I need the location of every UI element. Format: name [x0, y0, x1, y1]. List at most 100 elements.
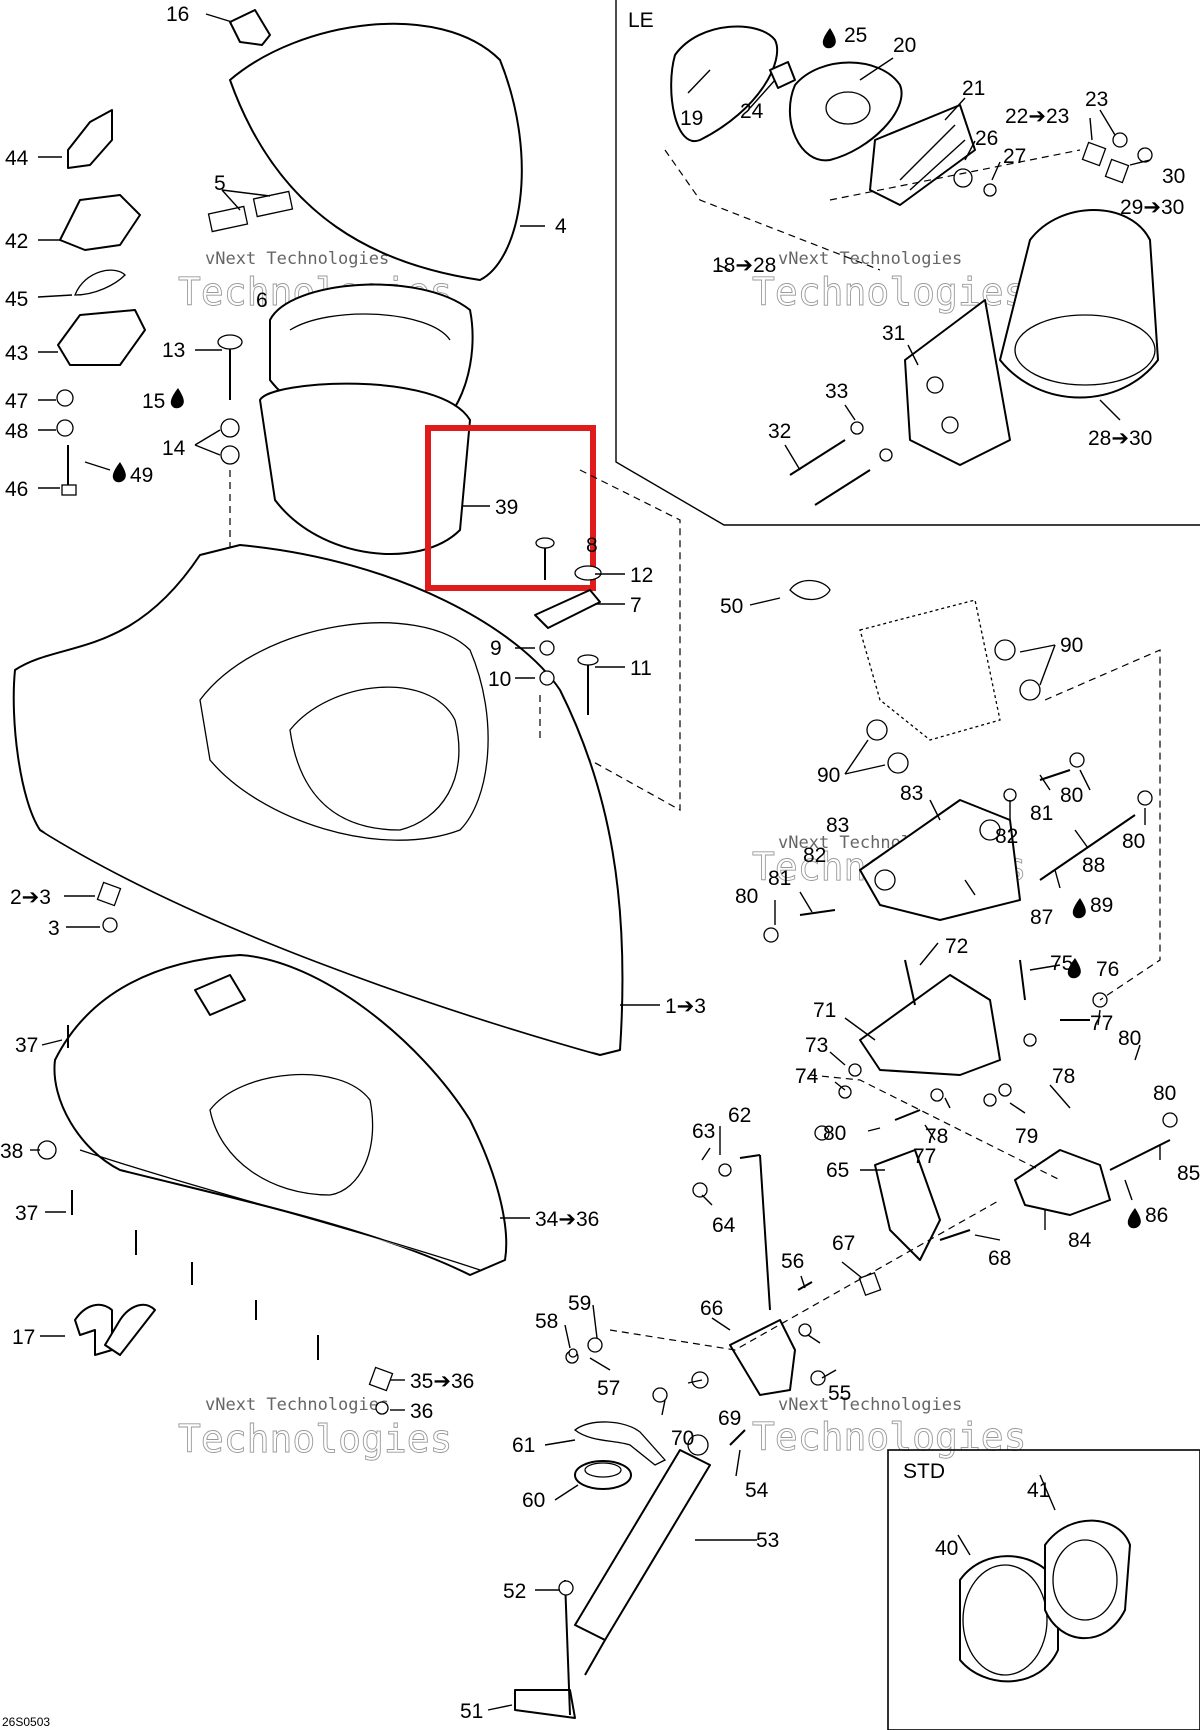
callout-67: 67 — [832, 1232, 855, 1255]
square-nut-part — [1104, 158, 1130, 184]
bezel-hole — [825, 91, 871, 125]
callout-37a: 37 — [15, 1034, 38, 1057]
callout-58: 58 — [535, 1310, 558, 1333]
strap-part — [67, 109, 113, 169]
nut-part — [375, 1401, 389, 1415]
leader-lines — [30, 13, 1161, 1711]
watermark-text: vNext Technologies — [778, 1395, 962, 1415]
callout-69: 69 — [718, 1407, 741, 1430]
pin-part — [564, 1579, 571, 1716]
housing-rib — [899, 124, 956, 181]
base-plate-part — [57, 309, 146, 366]
callout-22-23: 22➔23 — [1005, 105, 1069, 128]
cap-part — [814, 1125, 830, 1141]
callout-77a: 77 — [1090, 1012, 1113, 1035]
callout-25: 25 — [844, 24, 867, 47]
callout-24: 24 — [740, 100, 764, 123]
gas-strut-part — [574, 1449, 711, 1641]
washer-part — [220, 445, 240, 465]
callout-61: 61 — [512, 1434, 535, 1457]
callout-13: 13 — [162, 339, 185, 362]
callout-86: 86 — [1145, 1204, 1168, 1227]
callout-3: 3 — [48, 917, 60, 940]
storage-bin-part — [259, 382, 471, 555]
callout-labels: 16 44 42 45 43 47 48 46 49 13 15 14 5 6 … — [0, 3, 1200, 1723]
callout-1-3: 1➔3 — [665, 995, 706, 1018]
callout-57: 57 — [597, 1377, 620, 1400]
strut-rod-part — [584, 1639, 606, 1676]
housing-rib — [909, 139, 966, 191]
callout-82b: 82 — [803, 844, 826, 867]
cap-part — [763, 927, 779, 943]
pin-head — [577, 654, 599, 666]
callout-36: 36 — [410, 1400, 433, 1423]
callout-89: 89 — [1090, 894, 1113, 917]
nut-part — [983, 183, 997, 197]
callout-21: 21 — [962, 77, 985, 100]
callout-11: 11 — [630, 657, 652, 680]
nut-part — [652, 1387, 668, 1403]
callout-29-30: 29➔30 — [1120, 196, 1184, 219]
nut-part — [1137, 147, 1153, 163]
bolt-part — [1019, 959, 1026, 1001]
callout-80b: 80 — [1122, 830, 1145, 853]
washer-part — [1003, 788, 1017, 802]
square-nut-part — [96, 881, 122, 907]
callout-55: 55 — [828, 1382, 851, 1405]
std-inset-label: STD — [903, 1460, 945, 1483]
watermark-text: Technologies — [178, 1417, 453, 1461]
washer-part — [850, 421, 864, 435]
callout-49: 49 — [130, 464, 153, 487]
clip-part — [692, 1182, 708, 1198]
nut-part — [838, 1085, 852, 1099]
callout-90a: 90 — [1060, 634, 1083, 657]
le-inset-label: LE — [628, 9, 654, 32]
callout-70: 70 — [671, 1427, 694, 1450]
callout-78a: 78 — [1052, 1065, 1075, 1088]
callout-39: 39 — [495, 496, 518, 519]
grommet-part — [887, 752, 909, 774]
callout-74: 74 — [795, 1065, 819, 1088]
clip-part — [229, 9, 271, 46]
bolt-part — [799, 909, 836, 916]
callout-56: 56 — [781, 1250, 804, 1273]
callout-10: 10 — [488, 668, 511, 691]
lubricant-drop-icon — [112, 462, 126, 483]
callout-85: 85 — [1177, 1162, 1200, 1185]
diagram-code: 26S0503 — [2, 1715, 50, 1729]
washer-part — [848, 1063, 862, 1077]
lubricant-drop-icon — [1127, 1208, 1141, 1229]
nut-part — [798, 1323, 812, 1337]
le-inset-border — [615, 0, 1200, 526]
callout-27: 27 — [1003, 145, 1026, 168]
callout-20: 20 — [893, 34, 916, 57]
square-nut-part — [1081, 141, 1107, 167]
mount-bracket-part — [904, 299, 1011, 466]
spacer-part — [858, 1271, 882, 1297]
callout-41: 41 — [1027, 1479, 1050, 1502]
assembly-line — [609, 1199, 1001, 1351]
storage-bin-inner — [289, 313, 451, 341]
latch-part — [194, 974, 246, 1016]
std-inset: STD — [887, 1449, 1200, 1730]
callout-80e: 80 — [1153, 1082, 1176, 1105]
top-deck — [12, 544, 624, 1056]
hull-frame-opening — [209, 1073, 374, 1196]
bolt-part — [1109, 1139, 1171, 1171]
nut-part — [539, 670, 555, 686]
callout-84: 84 — [1068, 1229, 1092, 1252]
callout-47: 47 — [5, 390, 28, 413]
watermark-text: Technologies — [752, 1415, 1027, 1459]
arm-hole — [874, 869, 896, 891]
callout-73: 73 — [805, 1034, 828, 1057]
callout-83a: 83 — [900, 782, 923, 805]
callout-71: 71 — [813, 999, 836, 1022]
callout-80d: 80 — [1118, 1027, 1141, 1050]
callout-60: 60 — [522, 1489, 545, 1512]
cable-tie-part — [573, 1421, 667, 1466]
washer-part — [539, 640, 555, 656]
callout-43: 43 — [5, 342, 28, 365]
lubricant-icons — [112, 28, 1141, 1229]
washer-part — [56, 419, 74, 437]
